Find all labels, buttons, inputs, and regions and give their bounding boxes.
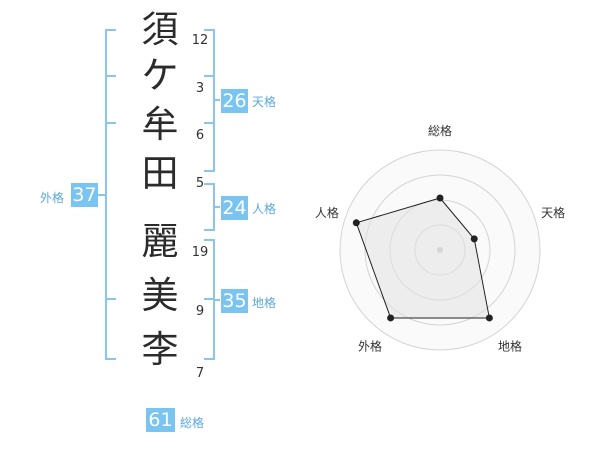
tenkaku-label: 天格 (252, 95, 277, 109)
name-char-4: 田 (141, 152, 179, 195)
chikaku-value: 35 (221, 289, 248, 313)
name-char-5: 麗 (141, 220, 179, 263)
bracket-tick (204, 122, 215, 124)
soukaku-value: 61 (146, 408, 175, 432)
bracket-tick (105, 122, 116, 124)
gaikaku-value: 37 (71, 183, 98, 207)
radar-axis-label-4: 外格 (358, 338, 382, 353)
radar-point-4 (387, 314, 395, 322)
bracket-tick (105, 75, 116, 77)
name-char-1: 須 (141, 8, 179, 51)
stroke-count-7: 7 (195, 366, 205, 381)
radar-axis-label-1: 総格 (428, 123, 452, 138)
bracket-tick (204, 298, 215, 300)
radar-data-polygon (355, 197, 490, 319)
radar-axis-label-3: 地格 (498, 338, 522, 353)
bracket-connector (215, 206, 220, 208)
stroke-count-6: 9 (195, 304, 205, 319)
soukaku-label: 総格 (180, 416, 205, 430)
radar-point-2 (470, 235, 478, 243)
chikaku-label: 地格 (252, 296, 277, 310)
stroke-count-3: 6 (195, 128, 205, 143)
gaikaku-bracket (105, 29, 116, 360)
stroke-count-5: 19 (191, 245, 209, 260)
bracket-tick (204, 75, 215, 77)
tenkaku-value: 26 (221, 89, 248, 113)
bracket-connector (96, 194, 105, 196)
radar-axis-label-2: 天格 (541, 205, 565, 220)
stroke-count-1: 12 (191, 33, 209, 48)
radar-point-5 (352, 219, 360, 227)
bracket-connector (215, 299, 220, 301)
name-char-6: 美 (141, 274, 179, 317)
gaikaku-label: 外格 (40, 191, 65, 205)
tenkaku-bracket (204, 29, 215, 172)
radar-point-3 (485, 314, 493, 322)
stroke-count-4: 5 (195, 176, 205, 191)
jinkaku-bracket (204, 183, 215, 231)
bracket-connector (215, 99, 220, 101)
jinkaku-label: 人格 (252, 202, 277, 216)
jinkaku-value: 24 (221, 196, 248, 220)
bracket-tick (105, 298, 116, 300)
radar-point-1 (436, 194, 444, 202)
name-char-3: 牟 (141, 103, 179, 146)
stroke-count-2: 3 (195, 81, 205, 96)
radar-axis-label-5: 人格 (315, 205, 339, 220)
name-char-2: ケ (141, 54, 179, 97)
radar-ring (364, 174, 516, 326)
name-char-7: 李 (141, 328, 179, 371)
